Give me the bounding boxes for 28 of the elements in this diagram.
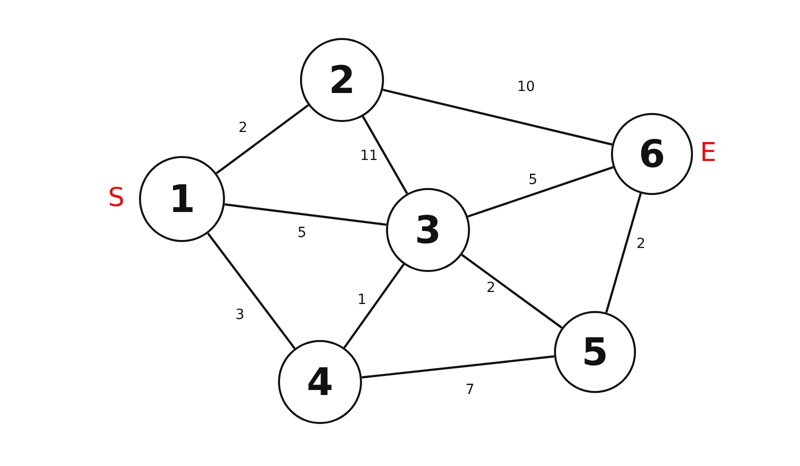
node-number: 6	[638, 135, 666, 173]
edge-weight-label: 1	[356, 293, 368, 307]
edge-line	[382, 88, 612, 146]
node-number: 4	[306, 363, 334, 401]
edge-line	[461, 254, 563, 329]
edge-line	[605, 193, 642, 313]
node-tag-label: E	[700, 140, 716, 166]
edge-weight-label: 2	[238, 121, 248, 135]
edge-line	[362, 116, 408, 194]
node-number: 5	[582, 333, 608, 371]
edge-weight-label: 2	[486, 281, 496, 295]
edge-weight-label: 10	[516, 80, 536, 94]
edge-weight-label: 5	[296, 226, 308, 240]
edge-weight-label: 5	[528, 173, 538, 187]
edge-line	[362, 355, 554, 378]
node-number: 1	[168, 180, 196, 218]
edge-line	[224, 203, 386, 226]
edge-weight-label: 7	[464, 383, 476, 397]
edge-line	[343, 264, 405, 348]
edge-weight-label: 3	[234, 308, 246, 322]
node-tag-label: S	[108, 185, 125, 211]
edge-line	[216, 104, 309, 174]
edge-line	[467, 166, 614, 218]
edge-line	[207, 232, 296, 350]
edge-weight-label: 2	[636, 237, 646, 251]
node-number: 2	[328, 61, 356, 99]
edge-weight-label: 11	[359, 149, 379, 163]
node-number: 3	[414, 211, 442, 249]
